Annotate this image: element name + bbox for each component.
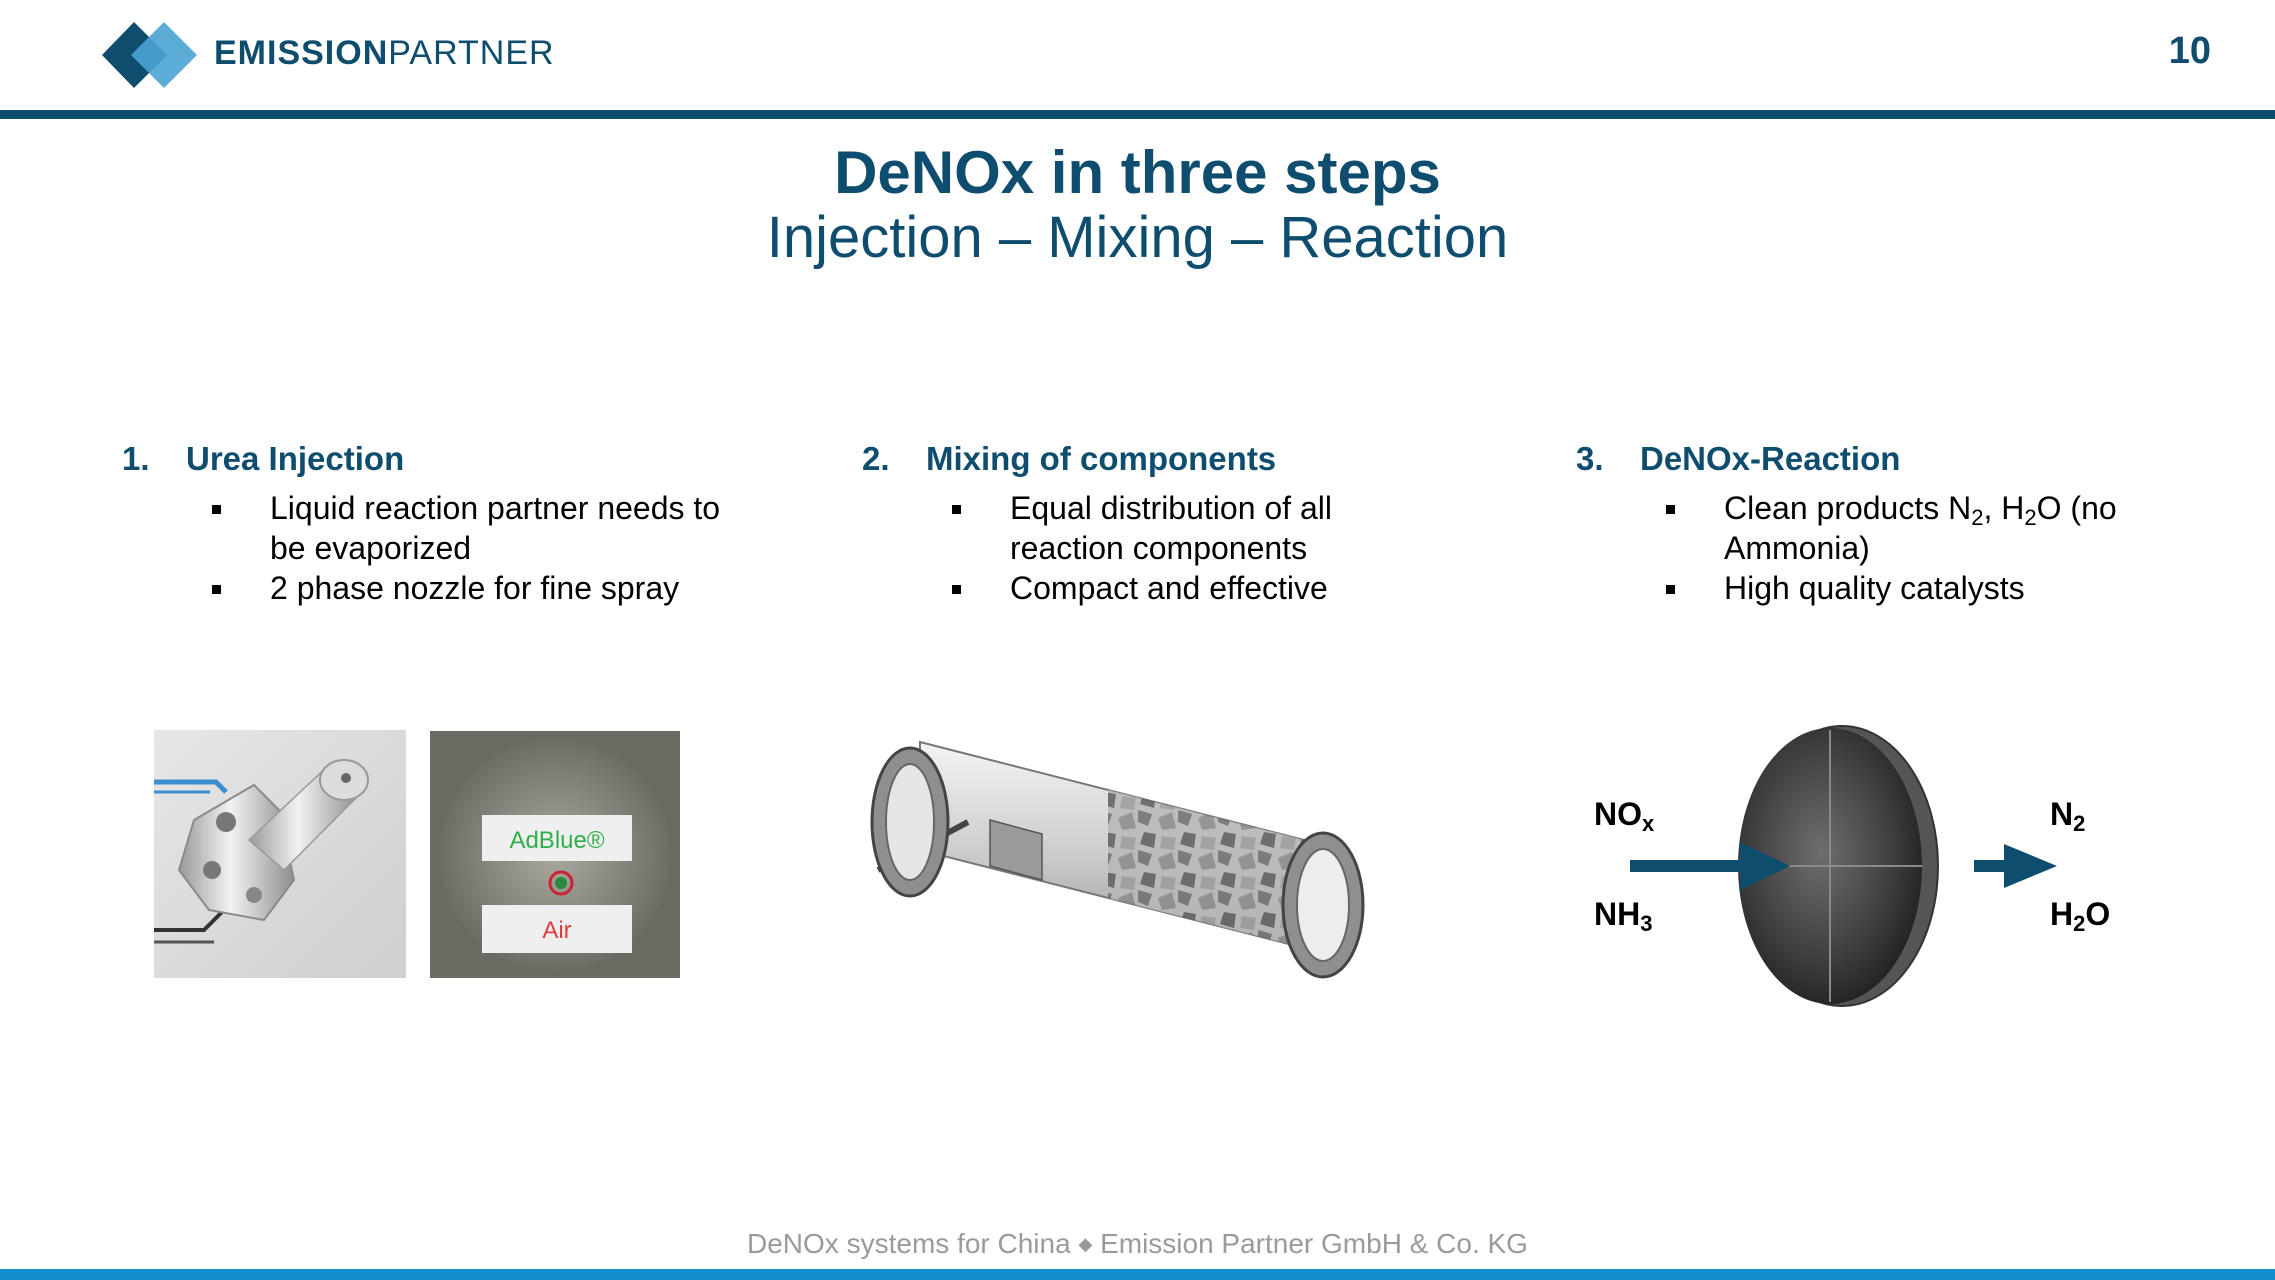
nozzle-cross-section-photo: AdBlue® Air — [430, 731, 680, 978]
bullet-list: Liquid reaction partner needs to be evap… — [122, 488, 742, 608]
h2o-label: H2O — [2050, 896, 2111, 936]
adblue-label: AdBlue® — [509, 827, 604, 854]
nh3-label: NH3 — [1594, 896, 1653, 936]
slide-subtitle: Injection – Mixing – Reaction — [766, 205, 1509, 270]
mixer-tube-illustration — [870, 740, 1365, 979]
diamond-logo-icon — [102, 22, 197, 88]
step-title: Urea Injection — [186, 440, 405, 477]
bullet-item: Compact and effective — [862, 568, 1482, 608]
footer-left: DeNOx systems for China — [747, 1228, 1071, 1259]
n2-label: N2 — [2050, 796, 2086, 836]
step-mixing: 2. Mixing of components Equal distributio… — [862, 440, 1482, 608]
step-urea-injection: 1. Urea Injection Liquid reaction partner… — [122, 440, 742, 608]
step-number: 2. — [862, 440, 890, 477]
bullet-item-clean-products: Clean products N2, H2O (no Ammonia) — [1576, 488, 2164, 568]
step-number: 1. — [122, 440, 150, 477]
nox-label: NOx — [1594, 796, 1655, 836]
step-title: Mixing of components — [926, 440, 1277, 477]
bullet-list: Equal distribution of all reaction compo… — [862, 488, 1482, 608]
bullet-item: High quality catalysts — [1576, 568, 2196, 608]
step-heading: 1. Urea Injection — [122, 440, 742, 478]
bullet-item: 2 phase nozzle for fine spray — [122, 568, 742, 608]
footer-right: Emission Partner GmbH & Co. KG — [1100, 1228, 1528, 1259]
logo-word-light: PARTNER — [388, 34, 555, 72]
slide-title: DeNOx in three steps — [834, 139, 1441, 206]
air-label: Air — [542, 917, 571, 944]
page-number: 10 — [2168, 30, 2211, 72]
logo-wordmark: EMISSIONPARTNER — [214, 34, 555, 73]
step-heading: 3. DeNOx-Reaction — [1576, 440, 2196, 478]
footer-divider — [0, 1269, 2275, 1280]
bullet-item: Liquid reaction partner needs to be evap… — [122, 488, 730, 568]
company-logo: EMISSIONPARTNER — [102, 22, 554, 88]
header-divider — [0, 110, 2275, 119]
step-number: 3. — [1576, 440, 1604, 477]
bullet-list: Clean products N2, H2O (no Ammonia) High… — [1576, 488, 2196, 608]
nozzle-photo — [154, 730, 406, 978]
footer-separator-icon: ◆ — [1078, 1234, 1093, 1254]
step-title: DeNOx-Reaction — [1640, 440, 1901, 477]
catalyst-reaction-diagram — [1630, 725, 2057, 1007]
logo-word-bold: EMISSION — [214, 34, 389, 72]
step-heading: 2. Mixing of components — [862, 440, 1482, 478]
bullet-item: Equal distribution of all reaction compo… — [862, 488, 1440, 568]
step-denox-reaction: 3. DeNOx-Reaction Clean products N2, H2O … — [1576, 440, 2196, 608]
footer-text: DeNOx systems for China ◆ Emission Partn… — [0, 1228, 2275, 1260]
